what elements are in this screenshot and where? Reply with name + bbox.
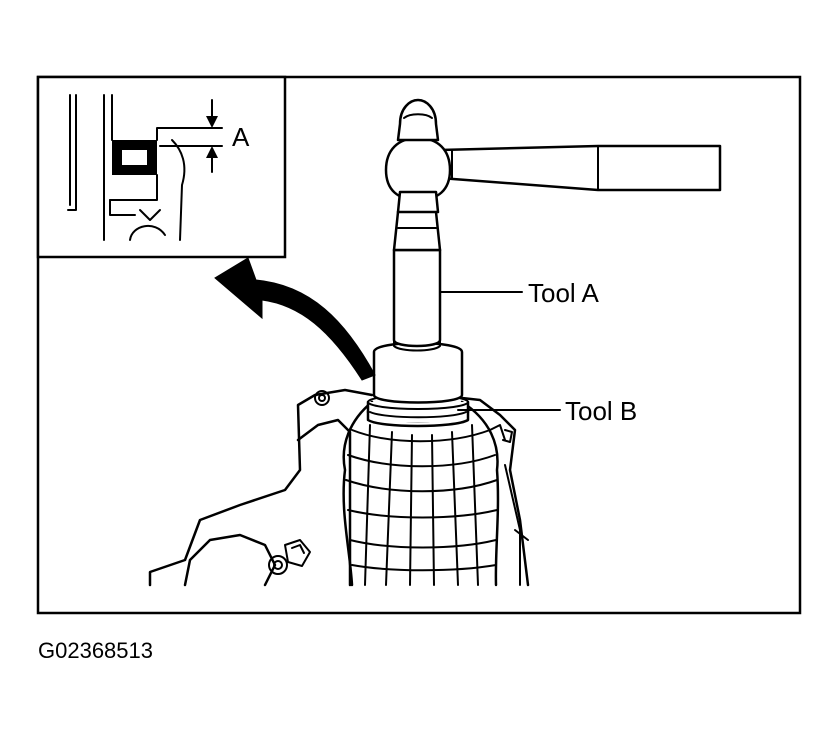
ribbed-dome xyxy=(342,400,500,587)
tool-a-label: Tool A xyxy=(528,278,599,308)
detail-inset: A xyxy=(36,75,287,259)
tool-a-driver xyxy=(372,205,464,404)
tool-b-ring xyxy=(366,394,470,428)
callout-arrow xyxy=(214,257,376,381)
transmission-housing xyxy=(148,388,530,587)
dimension-a-label: A xyxy=(232,122,250,152)
figure-id: G02368513 xyxy=(38,638,153,663)
tool-b-label: Tool B xyxy=(565,396,637,426)
hammer xyxy=(384,98,722,214)
diagram-frame xyxy=(36,75,802,615)
